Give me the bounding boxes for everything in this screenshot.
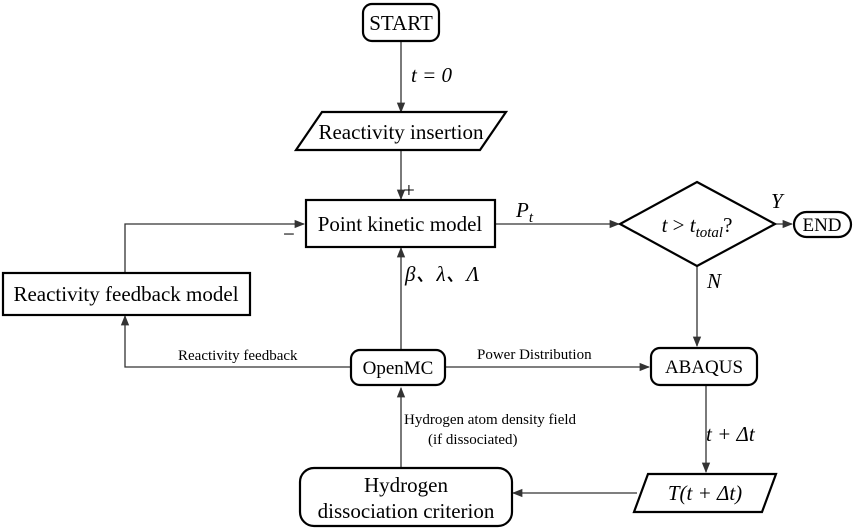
decision-sub-base: t [690, 213, 697, 237]
pt-base: P [515, 198, 529, 222]
openmc-node: OpenMC [349, 348, 447, 387]
t-plus-dt-label: t + Δt [706, 422, 756, 446]
power-distribution-label: Power Distribution [477, 347, 592, 363]
reactivity-feedback-model-node: Reactivity feedback model [1, 271, 252, 317]
decision-label: t > ttotal? [662, 213, 733, 241]
temperature-label: T(t + Δt) [668, 481, 742, 505]
decision-node: t > ttotal? [617, 180, 778, 268]
edge-openmc-to-feedback-model [120, 314, 350, 368]
pt-subscript: t [529, 210, 534, 226]
point-kinetic-model-label: Point kinetic model [318, 212, 483, 236]
end-label: END [802, 215, 841, 236]
decision-subscript: total [696, 225, 724, 241]
decision-question: ? [723, 213, 732, 237]
plus-sign: + [403, 178, 415, 202]
point-kinetic-model-node: Point kinetic model [304, 198, 497, 249]
pt-label: Pt [515, 198, 534, 226]
hydrogen-label-line2: dissociation criterion [318, 499, 495, 523]
edge-feedback-model-to-kinetic [124, 219, 306, 272]
temperature-node: T(t + Δt) [632, 472, 778, 514]
decision-var: t [662, 213, 669, 237]
reactivity-feedback-label: Reactivity feedback [178, 348, 298, 364]
reactivity-feedback-model-label: Reactivity feedback model [13, 282, 238, 306]
kinetic-params-label: β、λ、Λ [404, 262, 480, 286]
abaqus-label: ABAQUS [665, 357, 743, 378]
reactivity-insertion-label: Reactivity insertion [318, 120, 484, 144]
abaqus-node: ABAQUS [649, 346, 759, 387]
hydrogen-density-label-line1: Hydrogen atom density field [404, 412, 577, 428]
yes-label: Y [771, 189, 785, 213]
decision-op: > [667, 213, 689, 237]
openmc-label: OpenMC [363, 358, 434, 379]
t-zero-label: t = 0 [411, 63, 453, 87]
hydrogen-criterion-node: Hydrogen dissociation criterion [298, 466, 514, 528]
end-node: END [792, 210, 853, 239]
start-node: START [361, 2, 441, 43]
no-label: N [706, 269, 722, 293]
hydrogen-label-line1: Hydrogen [364, 473, 448, 497]
minus-sign: − [283, 222, 295, 246]
hydrogen-density-label-line2: (if dissociated) [428, 432, 518, 448]
start-label: START [369, 11, 433, 35]
reactivity-insertion-node: Reactivity insertion [293, 110, 509, 152]
